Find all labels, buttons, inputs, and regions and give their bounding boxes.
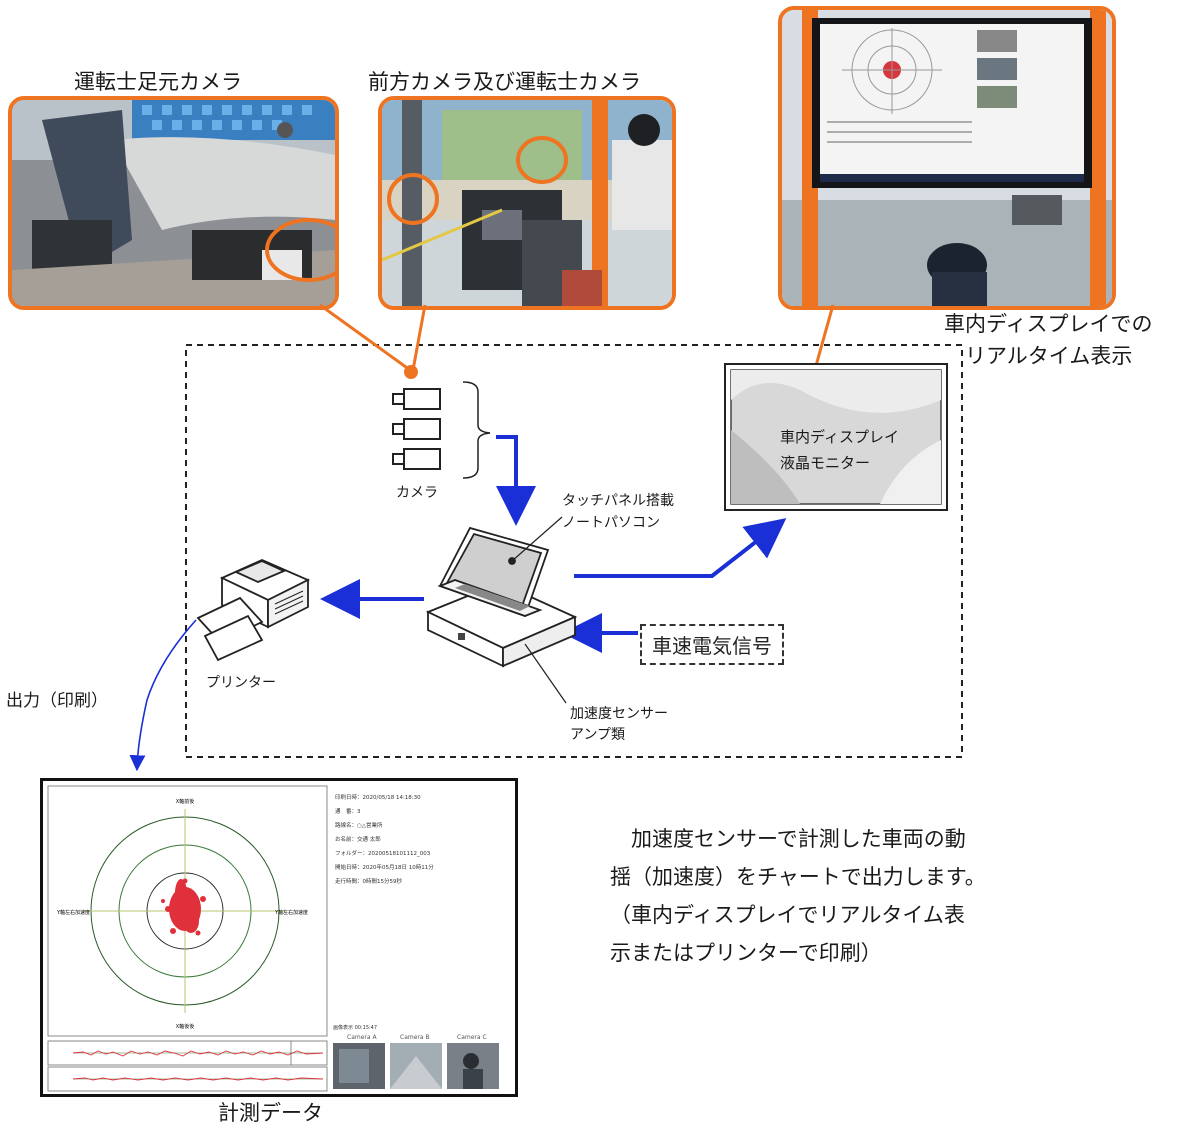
axis-left-label: Y軸左右加速度 [56,909,90,916]
front-camera-photo [378,96,676,310]
label-sensor-line1: 加速度センサー [570,706,668,722]
speed-signal-box: 車速電気信号 [640,624,784,665]
label-output: 出力（印刷） [6,691,108,711]
info-line-5: 開始日時：2020年05月18日 10時11分 [335,863,434,871]
caption-front-camera: 前方カメラ及び運転士カメラ [368,70,641,94]
caption-display-line1: 車内ディスプレイでの [944,312,1153,336]
axis-right-label: Y軸左右加速度 [274,909,308,916]
camera-a-label: Camera A [347,1034,377,1041]
info-line-0: 印刷日時：2020/05/18 14:18:30 [335,793,421,801]
camera-b-label: Camera B [400,1034,430,1041]
description: 加速度センサーで計測した車両の動 揺（加速度）をチャートで出力します。 （車内デ… [610,820,1050,972]
display-photo [778,6,1116,310]
info-line-1: 通 番：3 [335,807,361,815]
camera-icons [392,388,441,470]
camera-c-label: Camera C [457,1034,487,1041]
label-monitor-line2: 液晶モニター [780,454,871,472]
monitor-icon [724,363,948,511]
label-laptop-line2: ノートパソコン [562,515,660,531]
system-boundary [185,344,963,758]
description-line3: （車内ディスプレイでリアルタイム表 [610,903,965,927]
caption-foot-camera: 運転士足元カメラ [74,70,242,94]
label-camera: カメラ [396,485,438,501]
axis-top-label: X軸前後 [176,798,194,805]
info-line-4: フォルダー：20200518101112_003 [335,849,431,857]
measurement-report: X軸前後 X軸後後 Y軸左右加速度 Y軸左右加速度 印刷日時：2020/05/1… [40,778,518,1097]
axis-bottom-label: X軸後後 [176,1023,194,1030]
camera-brace [462,381,491,479]
label-monitor-line1: 車内ディスプレイ [780,428,899,446]
label-laptop-line1: タッチパネル搭載 [562,493,674,509]
info-line-2: 路線名：○△営業所 [335,821,383,829]
info-line-3: お名前：交通 太郎 [335,835,381,843]
printer-icon [196,559,311,662]
output-arrow [129,619,197,772]
flow-arrows [320,435,787,653]
description-line1: 加速度センサーで計測した車両の動 [610,827,966,851]
info-line-6: 走行時間：0時間15分59秒 [335,877,402,885]
label-sensor-line2: アンプ類 [570,727,626,743]
laptop-sensor-icon [425,526,578,668]
foot-camera-photo [8,96,339,310]
caption-display-line2: リアルタイム表示 [965,344,1133,368]
image-time-label: 画像表示 00:15:47 [333,1024,377,1031]
description-line2: 揺（加速度）をチャートで出力します。 [610,865,986,889]
report-graphic: X軸前後 X軸後後 Y軸左右加速度 Y軸左右加速度 印刷日時：2020/05/1… [47,785,499,1092]
description-line4: 示またはプリンターで印刷） [610,941,882,965]
label-printer: プリンター [206,675,276,691]
label-measurement: 計測データ [218,1101,323,1125]
